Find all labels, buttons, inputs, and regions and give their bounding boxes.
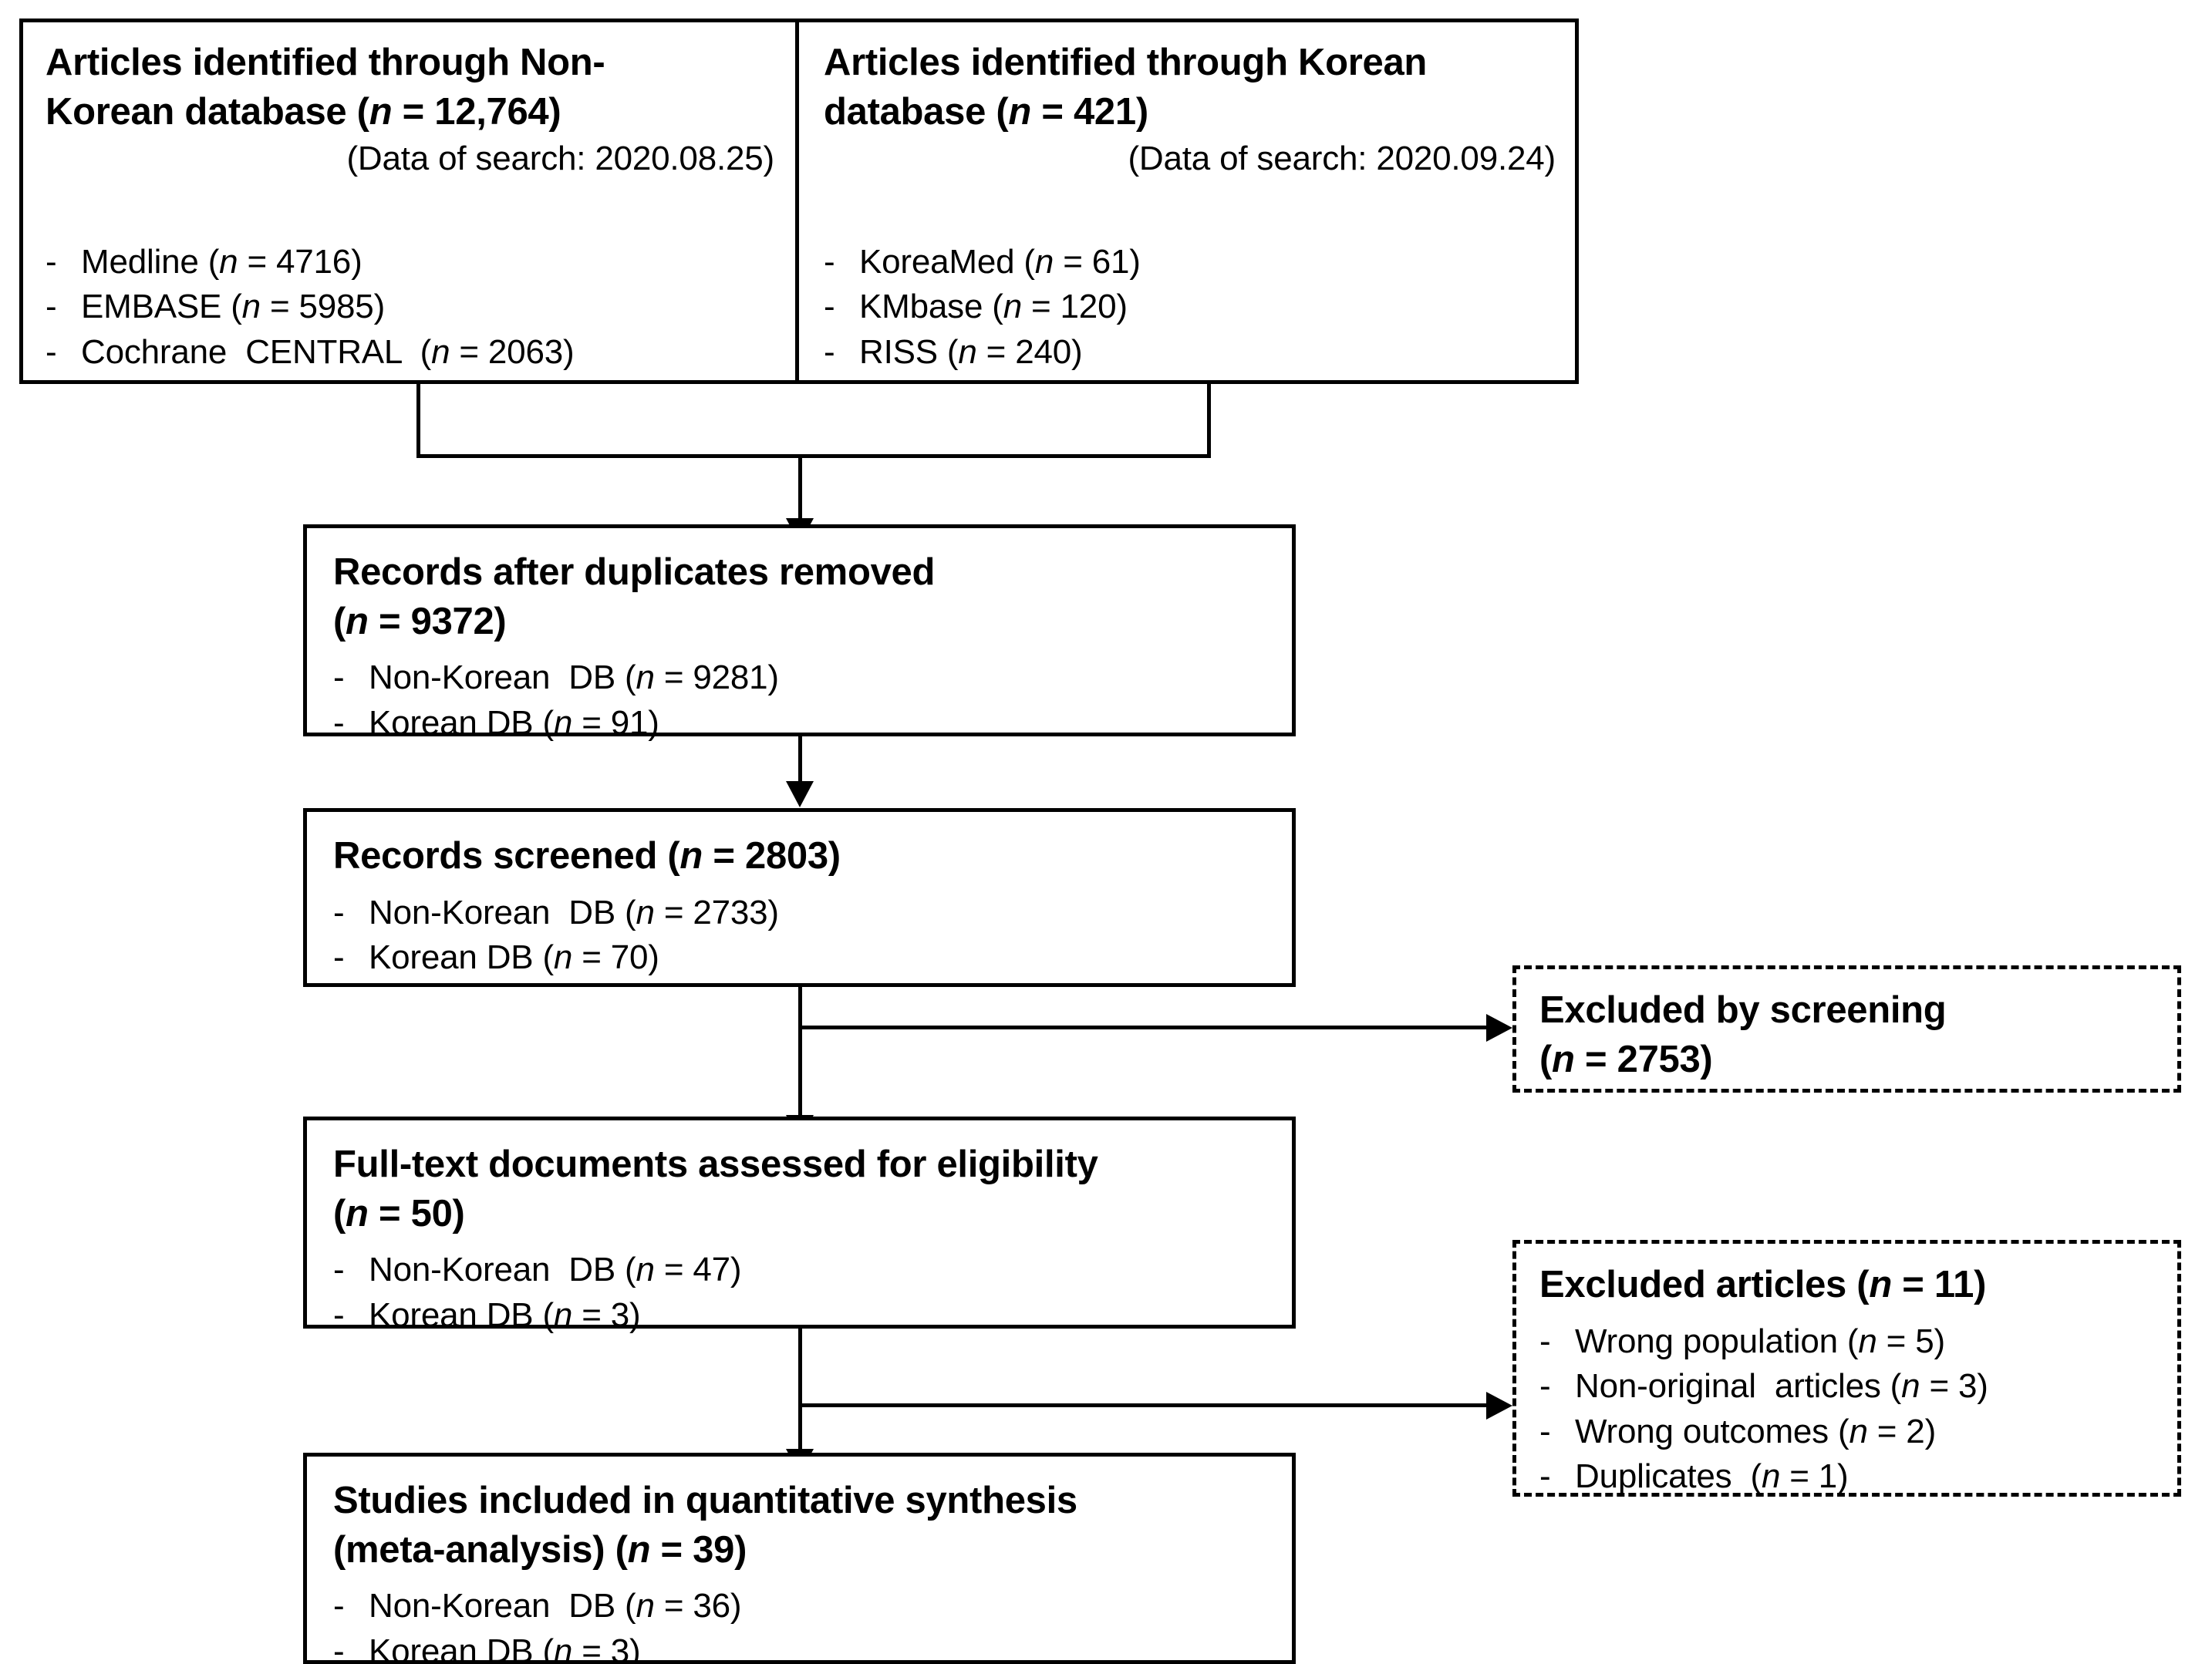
identification-box-divider [795,19,799,384]
merge-bracket-left-stem [416,384,420,458]
connector-screened-to-fulltext [798,987,802,1118]
branch-screened-to-excluded-arrow [1486,1014,1512,1042]
box-records-after-duplicates: Records after duplicates removed(n = 937… [303,524,1296,742]
list-item: -Korean DB (n = 91) [333,701,1269,746]
box-excluded-by-screening: Excluded by screening(n = 2753) [1512,965,2181,1093]
records-screened-header: Records screened (n = 2803) [333,835,841,877]
bullet-dash: - [1539,1322,1551,1360]
bullet-dash: - [333,1251,345,1289]
bullet-dash: - [824,242,835,281]
included-studies-breakdown: -Non-Korean DB (n = 36) -Korean DB (n = … [333,1584,1269,1664]
merge-bracket-right-stem [1207,384,1211,458]
bullet-dash: - [1539,1457,1551,1496]
bullet-dash: - [46,242,57,281]
list-item: -Non-Korean DB (n = 47) [333,1248,1269,1293]
list-item: -Korean DB (n = 70) [333,935,1269,981]
excluded-screening-header: Excluded by screening(n = 2753) [1539,989,1947,1080]
connector-duplicates-to-screened-arrow [786,781,814,807]
list-item: -KMbase (n = 120) [824,285,1556,330]
list-item: -EMBASE (n = 5985) [46,285,774,330]
records-screened-breakdown: -Non-Korean DB (n = 2733) -Korean DB (n … [333,891,1269,981]
list-item: -Wrong population (n = 5) [1539,1319,2159,1365]
identification-boxes-container [19,19,1579,384]
bullet-dash: - [333,703,345,742]
box-records-screened: Records screened (n = 2803) -Non-Korean … [303,808,1296,987]
bullet-dash: - [333,659,345,697]
bullet-dash: - [46,332,57,371]
excluded-articles-header: Excluded articles (n = 11) [1539,1264,1987,1305]
bullet-dash: - [1539,1412,1551,1450]
fulltext-breakdown: -Non-Korean DB (n = 47) -Korean DB (n = … [333,1248,1269,1338]
excluded-articles-reasons: -Wrong population (n = 5) -Non-original … [1539,1319,2159,1500]
connector-fulltext-to-included [798,1329,802,1452]
box-fulltext-assessed: Full-text documents assessed for eligibi… [303,1117,1296,1334]
list-item: -Non-Korean DB (n = 2733) [333,891,1269,936]
bullet-dash: - [333,1295,345,1334]
bullet-dash: - [333,1632,345,1664]
list-item: -Cochrane CENTRAL (n = 2063) [46,330,774,376]
list-item: -Non-Korean DB (n = 9281) [333,655,1269,701]
box-excluded-articles: Excluded articles (n = 11) -Wrong popula… [1512,1240,2181,1497]
bullet-dash: - [1539,1367,1551,1406]
bullet-dash: - [333,938,345,977]
bullet-dash: - [333,893,345,931]
merge-arrow-stem [798,454,802,526]
list-item: -KoreaMed (n = 61) [824,240,1556,285]
korean-search-date: (Data of search: 2020.09.24) [1128,140,1556,178]
fulltext-header: Full-text documents assessed for eligibi… [333,1144,1098,1235]
branch-fulltext-to-excluded-articles [798,1403,1489,1407]
duplicates-removed-breakdown: -Non-Korean DB (n = 9281) -Korean DB (n … [333,655,1269,746]
non-korean-source-list: -Medline (n = 4716) -EMBASE (n = 5985) -… [46,240,774,376]
list-item: -Non-original articles (n = 3) [1539,1364,2159,1410]
bullet-dash: - [824,288,835,326]
duplicates-removed-header: Records after duplicates removed(n = 937… [333,551,936,642]
list-item: -RISS (n = 240) [824,330,1556,376]
list-item: -Wrong outcomes (n = 2) [1539,1410,2159,1455]
branch-screened-to-excluded [798,1026,1489,1029]
connector-duplicates-to-screened [798,736,802,784]
non-korean-search-date: (Data of search: 2020.08.25) [346,140,774,178]
korean-source-list: -KoreaMed (n = 61) -KMbase (n = 120) -RI… [824,240,1556,376]
list-item: -Korean DB (n = 3) [333,1293,1269,1339]
merge-bracket-crossbar [416,454,1211,458]
non-korean-header: Articles identified through Non-Korean d… [46,42,605,133]
list-item: -Duplicates (n = 1) [1539,1454,2159,1500]
included-studies-header: Studies included in quantitative synthes… [333,1480,1077,1571]
list-item: -Korean DB (n = 3) [333,1629,1269,1664]
branch-fulltext-to-excluded-articles-arrow [1486,1392,1512,1420]
bullet-dash: - [824,332,835,371]
bullet-dash: - [46,288,57,326]
box-studies-included: Studies included in quantitative synthes… [303,1453,1296,1664]
bullet-dash: - [333,1587,345,1625]
box-identification-non-korean: Articles identified through Non-Korean d… [19,19,797,384]
list-item: -Medline (n = 4716) [46,240,774,285]
list-item: -Non-Korean DB (n = 36) [333,1584,1269,1629]
